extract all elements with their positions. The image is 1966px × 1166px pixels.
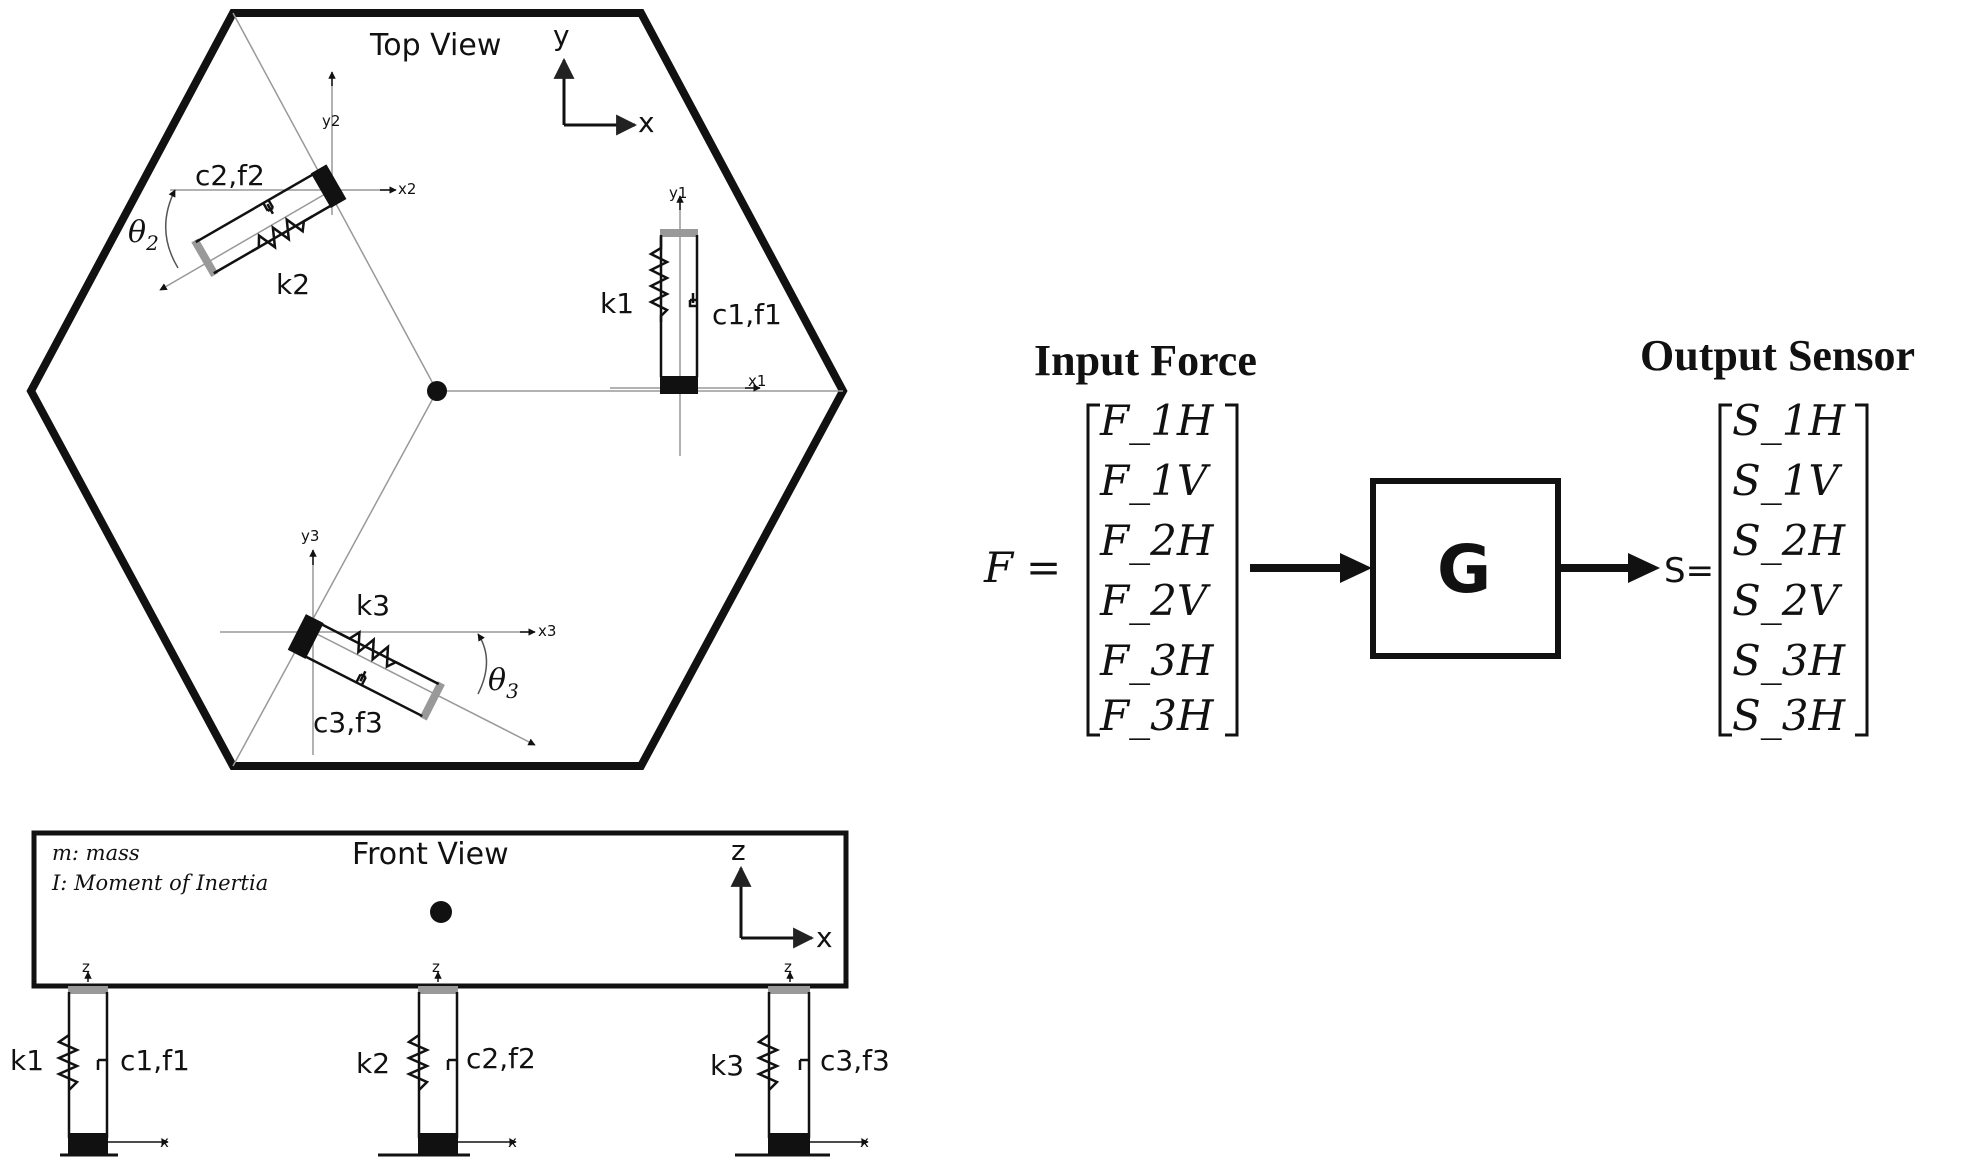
mount-3-angle-label: θ3 [488,663,519,703]
mount-3-spring-label: k3 [356,589,390,622]
front-leg-1: z x k1 c1,f1 [10,958,190,1157]
leg-3-x-label: x [860,1133,869,1151]
input-entry: F_1V [1099,456,1211,505]
front-leg-2: z x k2 c2,f2 [356,958,536,1157]
input-force-title: Input Force [1034,336,1257,385]
input-equals: = [1026,543,1061,592]
front-leg-3: z x k3 c3,f3 [710,958,890,1157]
output-entry: S_1V [1732,456,1842,505]
mount-2-angle-label: θ2 [128,215,159,255]
leg-1-z-label: z [82,958,90,976]
leg-2-damper [446,1058,456,1070]
top-y-label: y [553,19,570,52]
leg-3-z-label: z [784,958,792,976]
leg-3-spring-label: k3 [710,1049,744,1082]
mount-3: y3 x3 k3 c3,f3 θ3 [220,527,556,755]
input-entry: F_3H [1099,636,1215,685]
hexagon-frame [26,9,848,770]
output-vector-brackets [1718,403,1869,737]
mount-3-spring [340,630,404,669]
mount-3-x-axis-label: x3 [538,622,556,640]
front-z-label: z [731,834,746,867]
output-entry: S_2V [1732,576,1842,625]
input-vector-brackets [1086,403,1239,737]
front-center-dot [430,901,452,923]
mount-1-spring [648,237,670,322]
top-frame-axes: y x [553,19,655,139]
top-view-title: Top View [369,28,501,63]
mount-2-damper-label: c2,f2 [195,159,265,192]
mount-3-damper [355,670,367,686]
leg-1-spring [55,1033,81,1091]
top-x-label: x [638,106,655,139]
mount-2-x-axis-label: x2 [398,180,416,198]
mount-2-y-axis-label: y2 [322,112,340,130]
legend-mass: m: mass [52,841,140,865]
mount-3-y-axis-label: y3 [301,527,319,545]
front-view: m: mass I: Moment of Inertia Front View … [10,830,890,1157]
mount-1-spring-label: k1 [600,287,634,320]
output-entry: S_3H [1732,636,1846,685]
leg-2-x-label: x [508,1133,517,1151]
leg-3-spring [755,1033,781,1091]
leg-3-damper-label: c3,f3 [820,1044,890,1077]
output-sensor-title: Output Sensor [1640,331,1915,380]
mount-2-spring-label: k2 [276,268,310,301]
leg-2-z-label: z [432,958,440,976]
mount-1-damper-label: c1,f1 [712,298,782,331]
transfer-block-label: G [1437,531,1491,608]
mount-3-damper-label: c3,f3 [313,706,383,739]
top-view: Top View y x y1 x1 k1 [26,9,848,770]
input-symbol: F [983,543,1015,592]
input-entry: F_3H [1099,691,1215,740]
front-view-title: Front View [352,837,509,872]
mount-1-y-axis-label: y1 [669,184,687,202]
mount-1: y1 x1 k1 c1,f1 [600,184,782,456]
leg-2-spring [405,1033,431,1091]
block-diagram: Input Force F = F_1H F_1V F_2H F_2V F_3H… [983,331,1915,740]
output-vector: S_1H S_1V S_2H S_2V S_3H S_3H [1732,396,1846,740]
leg-1-spring-label: k1 [10,1044,44,1077]
leg-3-damper [798,1058,808,1070]
output-entry: S_2H [1732,516,1846,565]
front-x-label: x [816,921,833,954]
leg-1-damper-label: c1,f1 [120,1044,190,1077]
leg-1-damper [96,1058,106,1070]
leg-1-x-label: x [160,1133,169,1151]
center-of-mass-dot [427,381,447,401]
mount-2-damper [262,199,275,215]
mount-2: y2 x2 c2,f2 k2 θ2 [128,71,416,301]
leg-2-damper-label: c2,f2 [466,1042,536,1075]
front-frame-axes: z x [730,834,833,954]
mount-1-x-axis-label: x1 [748,372,766,390]
output-symbol: S= [1664,551,1714,591]
input-entry: F_1H [1099,396,1215,445]
input-entry: F_2V [1099,576,1211,625]
input-vector: F_1H F_1V F_2H F_2V F_3H F_3H [1099,396,1215,740]
legend-inertia: I: Moment of Inertia [51,871,268,895]
leg-2-spring-label: k2 [356,1047,390,1080]
mount-2-spring [251,215,314,253]
mount-1-damper [688,293,697,308]
output-entry: S_1H [1732,396,1846,445]
input-entry: F_2H [1099,516,1215,565]
output-entry: S_3H [1732,691,1846,740]
